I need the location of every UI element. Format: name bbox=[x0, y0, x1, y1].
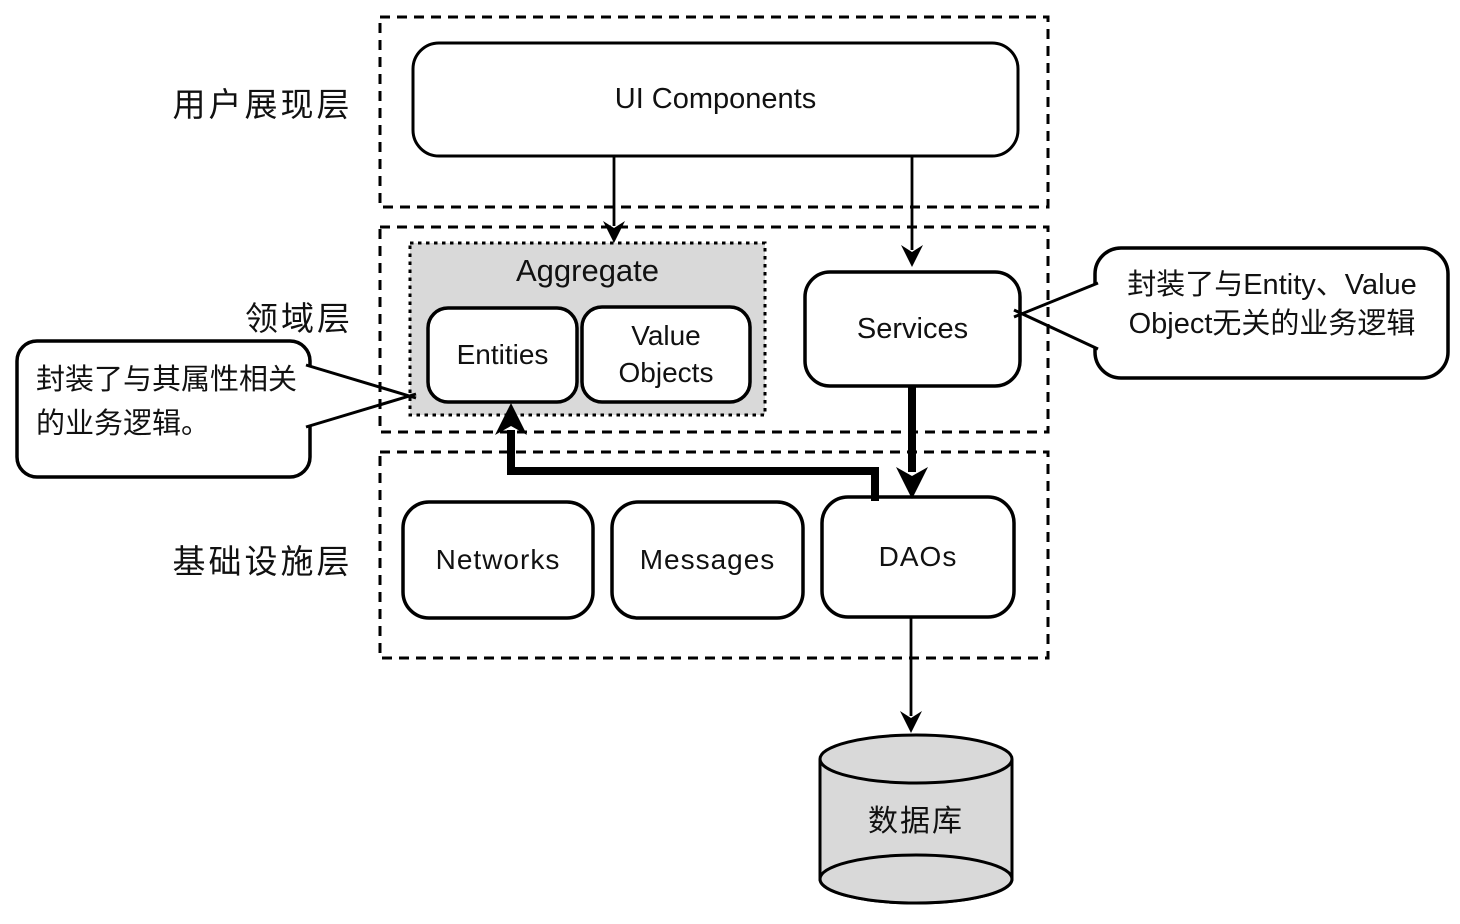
entities-callout-bubble bbox=[15, 339, 417, 479]
entities-callout-line1: 封装了与其属性相关 bbox=[36, 364, 298, 396]
ui-components-label: UI Components bbox=[614, 83, 817, 115]
domain-layer-box bbox=[378, 225, 1050, 434]
arrow-services-to-daos bbox=[896, 386, 928, 499]
presentation-layer-label: 用户展现层 bbox=[172, 86, 353, 123]
arrow-ui-to-services bbox=[901, 156, 923, 267]
infrastructure-layer-label: 基础设施层 bbox=[172, 543, 353, 580]
services-callout-text: 封装了与Entity、Value Object无关的业务逻辑 bbox=[1106, 266, 1438, 344]
services-callout-line1: 封装了与Entity、Value bbox=[1127, 269, 1417, 301]
entities-callout-text: 封装了与其属性相关 的业务逻辑。 bbox=[36, 358, 306, 446]
presentation-layer-box bbox=[378, 15, 1050, 209]
infrastructure-layer-box bbox=[378, 450, 1050, 660]
entities-node bbox=[426, 306, 579, 404]
services-callout-bubble bbox=[1013, 246, 1450, 380]
aggregate-label: Aggregate bbox=[515, 253, 660, 288]
database-label: 数据库 bbox=[868, 805, 964, 838]
messages-label: Messages bbox=[639, 544, 776, 575]
value-objects-node bbox=[580, 305, 752, 404]
services-callout-line2: Object无关的业务逻辑 bbox=[1128, 308, 1416, 340]
daos-node bbox=[820, 495, 1016, 619]
services-label: Services bbox=[856, 312, 969, 345]
entities-label: Entities bbox=[456, 339, 549, 370]
messages-node bbox=[610, 500, 805, 620]
networks-label: Networks bbox=[435, 544, 561, 575]
arrow-daos-to-database bbox=[900, 617, 922, 733]
arrow-ui-to-aggregate bbox=[603, 156, 625, 243]
networks-node bbox=[401, 500, 595, 620]
arrow-daos-to-entities bbox=[495, 403, 879, 501]
domain-layer-label: 领域层 bbox=[245, 300, 353, 337]
entities-callout-line2: 的业务逻辑。 bbox=[36, 408, 211, 440]
value-objects-label: Value Objects bbox=[618, 320, 714, 388]
ui-components-node bbox=[411, 41, 1020, 158]
daos-label: DAOs bbox=[878, 541, 958, 572]
database-cylinder bbox=[818, 733, 1014, 905]
